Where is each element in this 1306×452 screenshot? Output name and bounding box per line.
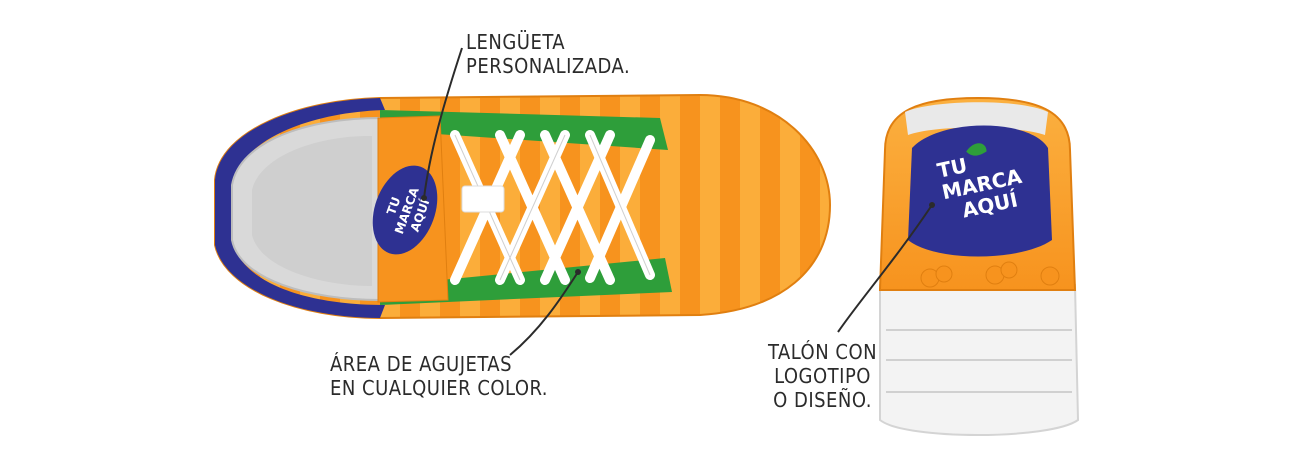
tongue-annotation-line1: LENGÜETA xyxy=(466,30,566,54)
heel-annotation-line2: LOGOTIPO xyxy=(774,364,871,388)
lace-keeper xyxy=(461,185,505,213)
lace-area-annotation: ÁREA DE AGUJETAS EN CUALQUIER COLOR. xyxy=(330,352,548,400)
tongue-callout-line xyxy=(423,47,463,199)
heel-annotation-line1: TALÓN CON xyxy=(768,340,878,364)
lace-annotation-line2: EN CUALQUIER COLOR. xyxy=(330,376,549,400)
shoe-heel-view: TU MARCA AQUÍ xyxy=(878,96,1080,436)
shoe-top-view: TU MARCA AQUÍ xyxy=(214,93,832,320)
callout-lines xyxy=(423,47,933,356)
heel-callout-line xyxy=(837,204,933,333)
heel-logo: TU MARCA AQUÍ xyxy=(935,143,1024,222)
heel-annotation: TALÓN CON LOGOTIPO O DISEÑO. xyxy=(768,340,877,412)
heel-collar xyxy=(905,102,1048,135)
lace-callout-line xyxy=(509,271,579,356)
shoe-insole-inner xyxy=(252,135,372,286)
orange-leaf-icon xyxy=(966,143,987,156)
tongue-logo: TU MARCA AQUÍ xyxy=(372,165,438,255)
tongue-annotation: LENGÜETA PERSONALIZADA. xyxy=(466,30,630,78)
tongue-logo-line1: TU xyxy=(384,195,403,217)
heel-patch xyxy=(908,125,1052,257)
tongue-annotation-line2: PERSONALIZADA. xyxy=(466,54,631,78)
heel-annotation-line3: O DISEÑO. xyxy=(773,388,872,412)
heel-orange-pattern xyxy=(920,261,1060,288)
lace-annotation-line1: ÁREA DE AGUJETAS xyxy=(330,352,513,376)
